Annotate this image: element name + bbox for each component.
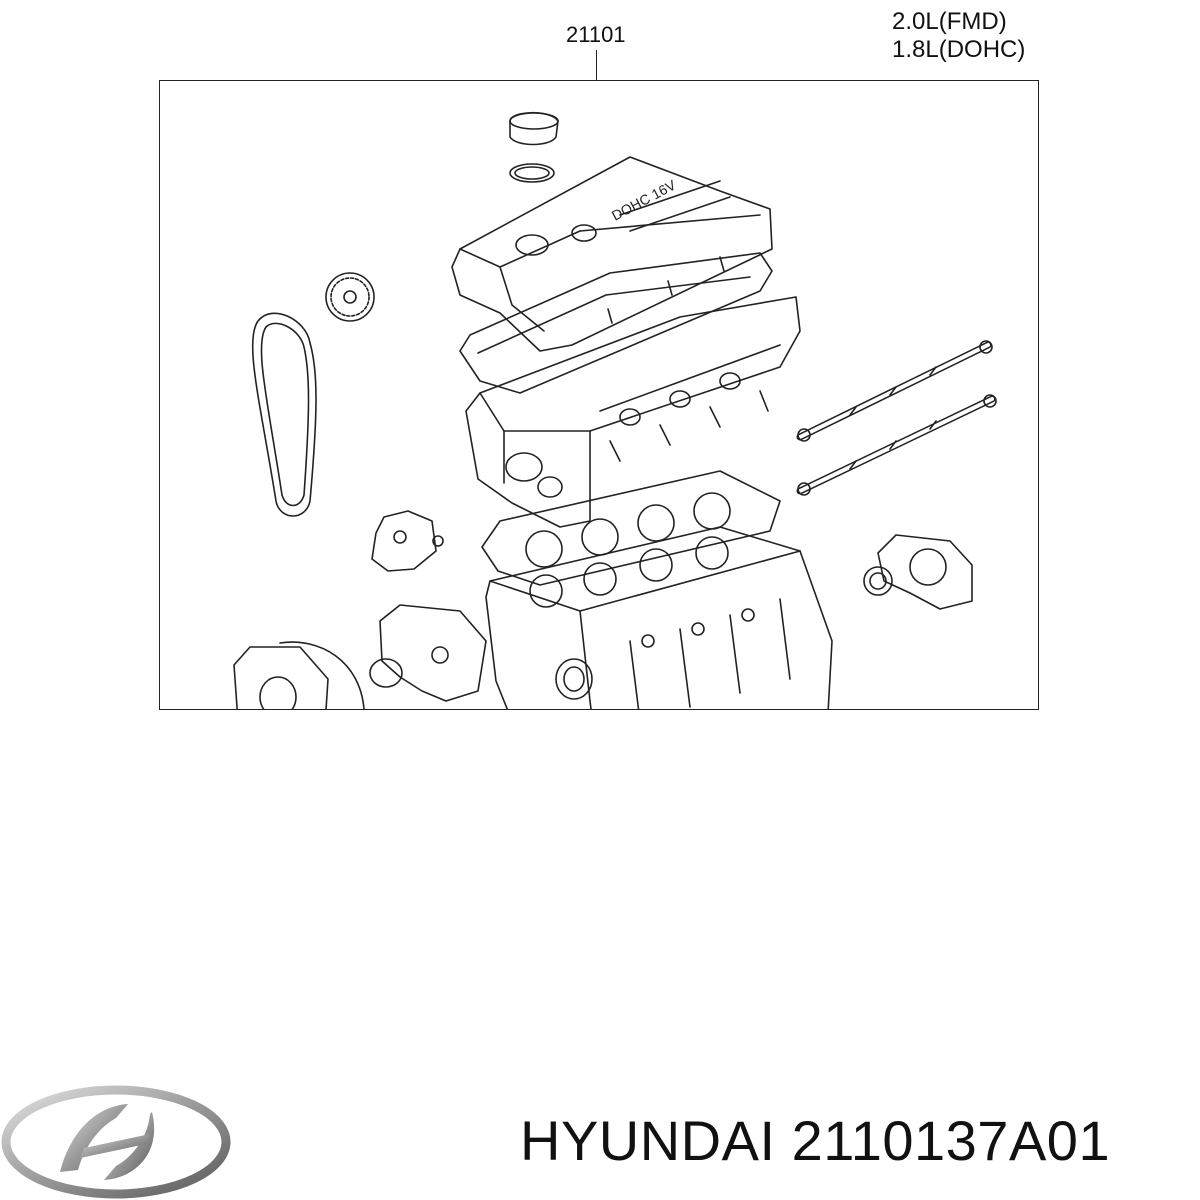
product-caption: HYUNDAI 2110137A01: [520, 1108, 1110, 1173]
part-number-label: 21101: [566, 22, 626, 47]
exploded-engine-diagram: DOHC 16V: [159, 80, 1039, 710]
timing-belt-icon: [251, 312, 317, 517]
head-cover-icon: [451, 156, 773, 352]
hyundai-logo-icon: [1, 1085, 231, 1199]
engine-spec-list: 2.0L(FMD) 1.8L(DOHC): [892, 8, 1025, 64]
head-cover-text: DOHC 16V: [609, 176, 679, 223]
oil-filler-cap-icon: [509, 111, 559, 183]
engine-parts-drawing: DOHC 16V: [233, 111, 997, 709]
cover-gasket-icon: [459, 252, 773, 394]
camshaft-icon: [796, 340, 993, 442]
cylinder-head-icon: [465, 296, 801, 528]
timing-cover-upper-icon: [233, 641, 365, 709]
part-number-leader: [596, 50, 597, 80]
engine-spec-line: 1.8L(DOHC): [892, 36, 1026, 63]
head-gasket-icon: [481, 470, 781, 586]
cylinder-block-icon: [485, 526, 833, 709]
camshaft-icon: [796, 394, 997, 496]
water-pump-icon: [369, 604, 487, 702]
part-code: 2110137A01: [791, 1109, 1111, 1172]
brand-name: HYUNDAI: [520, 1109, 776, 1172]
engine-spec-line: 2.0L(FMD): [892, 8, 1007, 35]
rear-seal-housing-icon: [863, 534, 973, 610]
cam-sprocket-icon: [325, 272, 375, 322]
belt-tensioner-icon: [371, 510, 444, 572]
